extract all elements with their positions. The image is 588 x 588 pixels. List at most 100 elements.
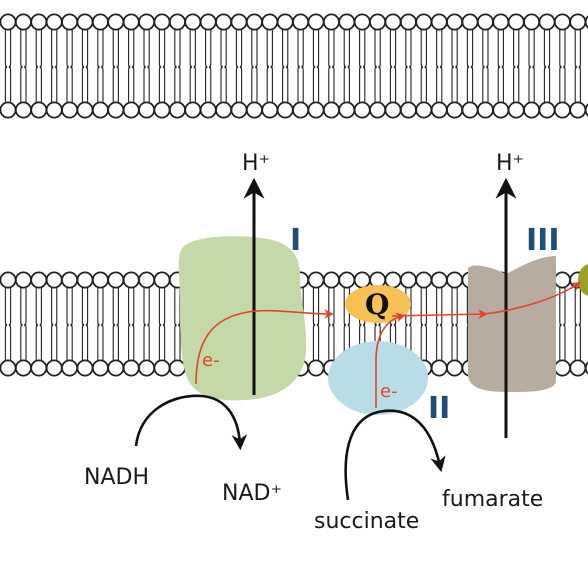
lipid-tail	[393, 323, 397, 361]
lipid-tail	[35, 287, 39, 327]
lipid-tail	[516, 65, 520, 103]
lipid-tail	[455, 287, 458, 327]
lipid-tail	[101, 29, 104, 69]
lipid-head	[122, 13, 140, 31]
lipid-tail	[574, 29, 578, 69]
lipid-tail	[4, 323, 8, 361]
lipid-tail	[81, 323, 85, 361]
lipid-head	[45, 271, 63, 289]
lipid-tail	[378, 323, 381, 361]
lipid-tail	[35, 29, 39, 69]
lipid-tail	[128, 29, 131, 69]
lipid-head	[415, 101, 433, 119]
lipid-tail	[255, 65, 258, 103]
lipid-tail	[563, 287, 566, 327]
lipid-tail	[205, 29, 208, 69]
lipid-tail	[578, 323, 581, 361]
lipid-head	[153, 101, 171, 119]
lipid-tail	[70, 65, 73, 103]
lipid-tail	[455, 65, 458, 103]
lipid-tail	[54, 323, 58, 361]
lipid-tail	[178, 287, 181, 327]
lipid-tail	[424, 65, 427, 103]
lipid-head	[215, 101, 233, 119]
lipid-tail	[251, 65, 254, 103]
proton-label-left: H⁺	[242, 151, 270, 176]
lipid-tail	[282, 65, 285, 103]
lipid-head	[569, 359, 587, 377]
lipid-tail	[316, 29, 320, 69]
lipid-head	[45, 101, 63, 119]
lipid-tail	[128, 323, 131, 361]
lipid-tail	[158, 287, 162, 327]
succinate-oxidation-arrow	[344, 409, 446, 501]
lipid-tail	[563, 29, 566, 69]
lipid-tail	[147, 65, 150, 103]
lipid-tail	[409, 65, 412, 103]
lipid-tail	[559, 65, 562, 103]
lipid-tail	[420, 323, 424, 361]
electron-label-2: e-	[380, 381, 398, 402]
lipid-tail	[112, 323, 116, 361]
ubiquinone-label: Q	[365, 288, 389, 321]
lipid-tail	[112, 287, 116, 327]
nad-plus-label: NAD⁺	[222, 481, 282, 506]
lipid-tail	[239, 65, 243, 103]
lipid-tail	[497, 29, 501, 69]
lipid-tail	[574, 323, 578, 361]
lipid-head	[523, 13, 541, 31]
lipid-head	[153, 271, 171, 289]
lipid-tail	[143, 65, 146, 103]
lipid-tail	[147, 29, 150, 69]
lipid-head	[76, 101, 94, 119]
lipid-head	[369, 13, 387, 31]
lipid-head	[261, 13, 279, 31]
lipid-tail	[424, 29, 427, 69]
lipid-head	[584, 103, 588, 117]
lipid-head	[245, 13, 263, 31]
lipid-tail	[436, 323, 439, 361]
lipid-head	[461, 13, 479, 31]
lipid-tail	[81, 29, 85, 69]
lipid-tail	[147, 287, 150, 327]
lipid-tail	[486, 29, 489, 69]
lipid-head	[199, 101, 217, 119]
lipid-tail	[285, 29, 289, 69]
lipid-tail	[528, 29, 531, 69]
lipid-tail	[224, 65, 227, 103]
lipid-tail	[178, 29, 181, 69]
lipid-tail	[362, 65, 366, 103]
lipid-tail	[70, 287, 73, 327]
lipid-tail	[451, 323, 454, 361]
lipid-tail	[51, 287, 54, 327]
lipid-head	[446, 13, 464, 31]
lipid-tail	[112, 65, 116, 103]
lipid-head	[538, 101, 556, 119]
complex-4-edge-protein	[578, 264, 588, 296]
lipid-head	[76, 271, 94, 289]
lipid-tail	[220, 29, 223, 69]
lipid-tail	[20, 287, 23, 327]
lipid-tail	[532, 29, 535, 69]
lipid-tail	[235, 29, 239, 69]
complex-3-protein	[468, 256, 556, 392]
lipid-head	[446, 271, 464, 289]
lipid-head	[399, 13, 417, 31]
lipid-tail	[420, 65, 424, 103]
lipid-tail	[174, 29, 177, 69]
lipid-head	[14, 271, 32, 289]
lipid-head	[138, 13, 156, 31]
lipid-head	[215, 13, 233, 31]
lipid-tail	[158, 65, 162, 103]
lipid-head	[553, 359, 571, 377]
lipid-head	[153, 13, 171, 31]
lipid-tail	[486, 65, 489, 103]
lipid-tail	[532, 65, 535, 103]
lipid-head	[415, 271, 433, 289]
lipid-tail	[516, 29, 520, 69]
lipid-tail	[116, 323, 119, 361]
lipid-head	[353, 13, 371, 31]
lipid-tail	[189, 29, 193, 69]
lipid-tail	[451, 287, 454, 327]
lipid-head	[338, 13, 356, 31]
